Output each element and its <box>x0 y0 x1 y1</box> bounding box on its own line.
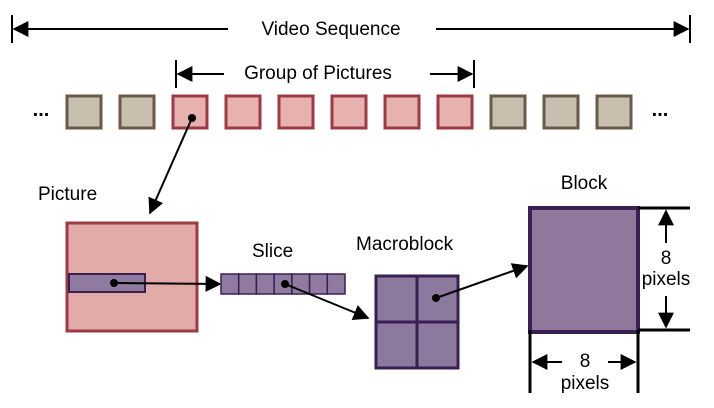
slice-cell <box>308 273 329 295</box>
macroblock-label: Macroblock <box>356 234 454 255</box>
block <box>528 206 640 334</box>
frame <box>118 94 156 130</box>
gop-label: Group of Pictures <box>244 63 392 84</box>
macroblock-to-block-arrow <box>435 263 529 299</box>
picture-label: Picture <box>38 184 97 205</box>
block-width-unit: pixels <box>561 373 610 394</box>
gop-frame <box>383 94 421 130</box>
block-width-dimension: 8 pixels <box>528 330 640 394</box>
video-sequence-span: Video Sequence <box>11 15 691 43</box>
frame <box>595 94 633 130</box>
block-height-unit: pixels <box>642 269 691 290</box>
slice-cell <box>326 273 346 295</box>
gop-frame <box>224 94 262 130</box>
slice-cell <box>220 273 240 295</box>
slice-cell <box>255 273 275 295</box>
picture-to-slice-arrow <box>113 275 222 292</box>
slice-label: Slice <box>252 241 293 262</box>
slice <box>220 273 346 295</box>
gop-span: Group of Pictures <box>175 60 475 88</box>
frame <box>542 94 580 130</box>
ellipsis-left: ... <box>33 99 50 121</box>
gop-frame <box>330 94 368 130</box>
block-label: Block <box>561 173 608 194</box>
block-height-value: 8 <box>661 248 672 269</box>
frame <box>489 94 527 130</box>
block-height-dimension: 8 pixels <box>638 206 691 332</box>
frame-to-picture-arrow <box>148 117 193 215</box>
slice-cell <box>237 273 258 295</box>
video-sequence-label: Video Sequence <box>261 19 400 40</box>
gop-frame <box>277 94 315 130</box>
frame-row <box>65 94 633 130</box>
gop-frame <box>436 94 474 130</box>
frame <box>65 94 103 130</box>
ellipsis-right: ... <box>652 99 669 121</box>
block-width-value: 8 <box>580 351 591 372</box>
slice-to-macroblock-arrow <box>284 283 370 320</box>
